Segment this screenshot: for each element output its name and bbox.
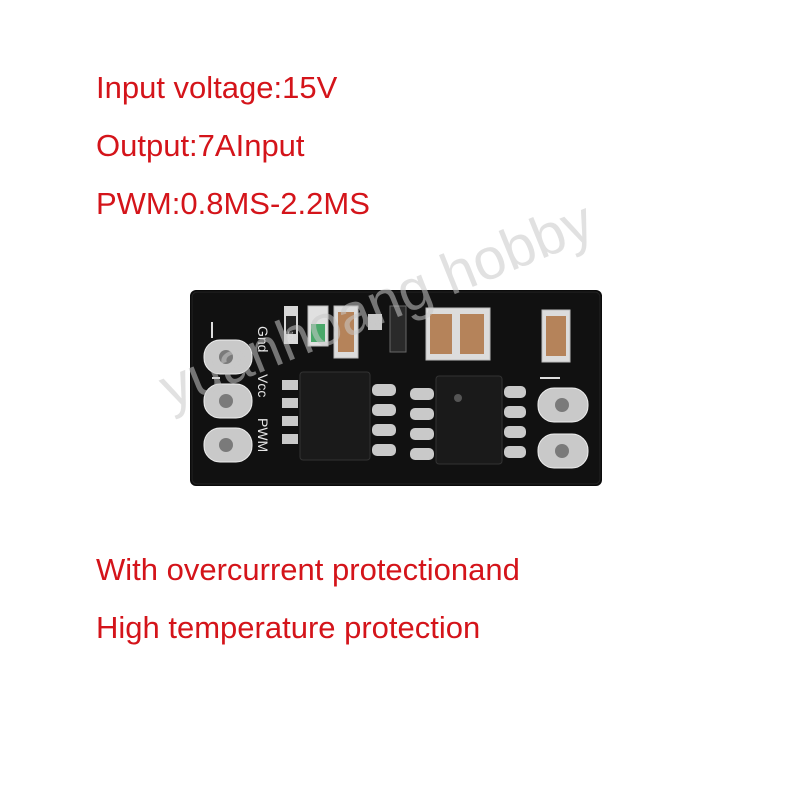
right-pad-negative: [537, 433, 589, 469]
silkscreen-vcc: Vcc: [255, 374, 271, 397]
spec-input-voltage: Input voltage:15V: [96, 70, 338, 105]
left-pad-vcc: [203, 383, 253, 419]
mosfet-chip-2: [410, 375, 526, 465]
spec-pwm: PWM:0.8MS-2.2MS: [96, 186, 370, 221]
led: [311, 324, 325, 342]
feature-overcurrent: With overcurrent protectionand: [96, 552, 520, 587]
capacitor-3: [460, 314, 484, 354]
mosfet-chip-1: [282, 371, 396, 461]
capacitor-2: [430, 314, 452, 354]
left-pad-gnd: [203, 339, 253, 375]
silkscreen-gnd: Gnd: [255, 326, 271, 352]
capacitor-1: [338, 312, 354, 352]
silkscreen-pwm: PWM: [255, 418, 271, 452]
capacitor-4: [546, 316, 566, 356]
left-pad-pwm: [203, 427, 253, 463]
diode: [389, 305, 407, 353]
feature-temperature: High temperature protection: [96, 610, 481, 645]
resistor-label: 103: [286, 331, 293, 343]
spec-output: Output:7AInput: [96, 128, 305, 163]
right-pad-positive: [537, 387, 589, 423]
